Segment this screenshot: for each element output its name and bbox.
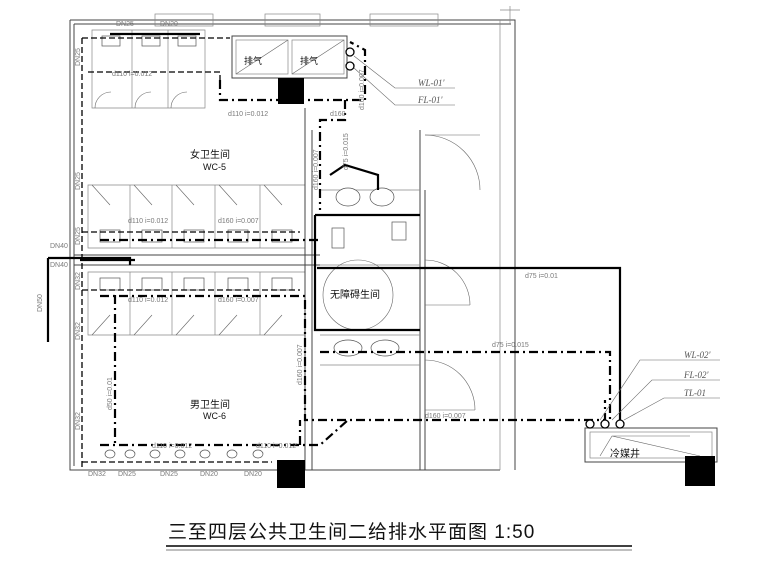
slope-s2: d110 i=0.012: [228, 111, 268, 118]
dn-32-b: DN32: [75, 322, 82, 340]
exhaust-label-left: 排气: [244, 55, 262, 66]
slope-s10: d160 i=0.007: [218, 297, 259, 304]
shaft-room-name: 冷媒井: [610, 447, 640, 460]
dn-40-a: DN40: [50, 243, 68, 250]
pipes: [46, 32, 720, 488]
tag-tl-01: TL-01: [684, 388, 706, 398]
women-room-name: 女卫生间: [190, 148, 230, 161]
dn-top-25: DN25: [116, 21, 134, 28]
exhaust-label-right: 排气: [300, 55, 318, 66]
slope-s16: d110 i=0.012: [152, 443, 192, 450]
dn-32-a: DN32: [75, 272, 82, 290]
room-labels: 排气 排气 女卫生间 WC-5 无障碍生间 男卫生间 WC-6 冷媒井: [190, 55, 640, 460]
dn-left-25-a: DN25: [75, 48, 82, 66]
tag-fl-01: FL-01': [417, 95, 444, 105]
accessible-room-name: 无障碍生间: [330, 288, 380, 301]
dn-bot-32: DN32: [88, 471, 106, 478]
slope-s5: d75 i=0.015: [343, 133, 350, 170]
slope-s4: d160 i=0.007: [359, 69, 366, 110]
tag-wl-01: WL-01': [418, 78, 445, 88]
toilet-row-women: [91, 184, 293, 243]
slope-s9: d110 i=0.012: [128, 297, 168, 304]
women-room-code: WC-5: [203, 162, 226, 172]
dn-top-20: DN20: [160, 21, 178, 28]
slope-s7: d110 i=0.012: [128, 218, 168, 225]
pipe-tags: WL-01' FL-01' WL-02' FL-02' TL-01: [417, 78, 711, 398]
slope-s3: d160: [330, 111, 346, 118]
slope-s14: d160 i=0.007: [425, 413, 466, 420]
dn-left-25-b: DN25: [75, 172, 82, 190]
dn-left-25-c: DN25: [75, 227, 82, 245]
slope-s13: d160 i=0.007: [297, 344, 304, 385]
title-text: 三至四层公共卫生间二给排水平面图 1:50: [168, 521, 535, 543]
dn-bot-20-b: DN20: [244, 471, 262, 478]
slope-s1: d110 i=0.012: [112, 71, 152, 78]
walls: [69, 6, 718, 471]
dn-40-b: DN40: [50, 262, 68, 269]
slope-labels: d110 i=0.012 d110 i=0.012 d160 d160 i=0.…: [107, 69, 558, 450]
dn-bot-20-a: DN20: [200, 471, 218, 478]
dn-32-c: DN32: [75, 412, 82, 430]
slope-s12: d75 i=0.015: [492, 342, 529, 349]
slope-s8: d160 i=0.007: [218, 218, 259, 225]
dn-labels: DN25 DN20 DN25 DN25 DN25 DN40 DN40 DN32 …: [37, 21, 262, 478]
men-room-code: WC-6: [203, 411, 226, 421]
slope-s11: d75 i=0.01: [525, 273, 558, 280]
toilet-row-men: [91, 277, 293, 336]
tag-fl-02: FL-02': [683, 370, 710, 380]
drawing-title: 三至四层公共卫生间二给排水平面图 1:50: [166, 521, 632, 551]
men-room-name: 男卫生间: [190, 398, 230, 411]
slope-s17: d110 i=0.012': [256, 443, 298, 450]
dn-bot-25-b: DN25: [160, 471, 178, 478]
basins: [104, 187, 407, 459]
slope-s15: d50 i=0.01: [107, 377, 114, 410]
toilet-row-upper: [94, 35, 197, 109]
tag-wl-02: WL-02': [684, 350, 711, 360]
dn-bot-25-a: DN25: [118, 471, 136, 478]
dn-50: DN50: [37, 294, 44, 312]
slope-s6: d160 i=0.007: [313, 149, 320, 190]
